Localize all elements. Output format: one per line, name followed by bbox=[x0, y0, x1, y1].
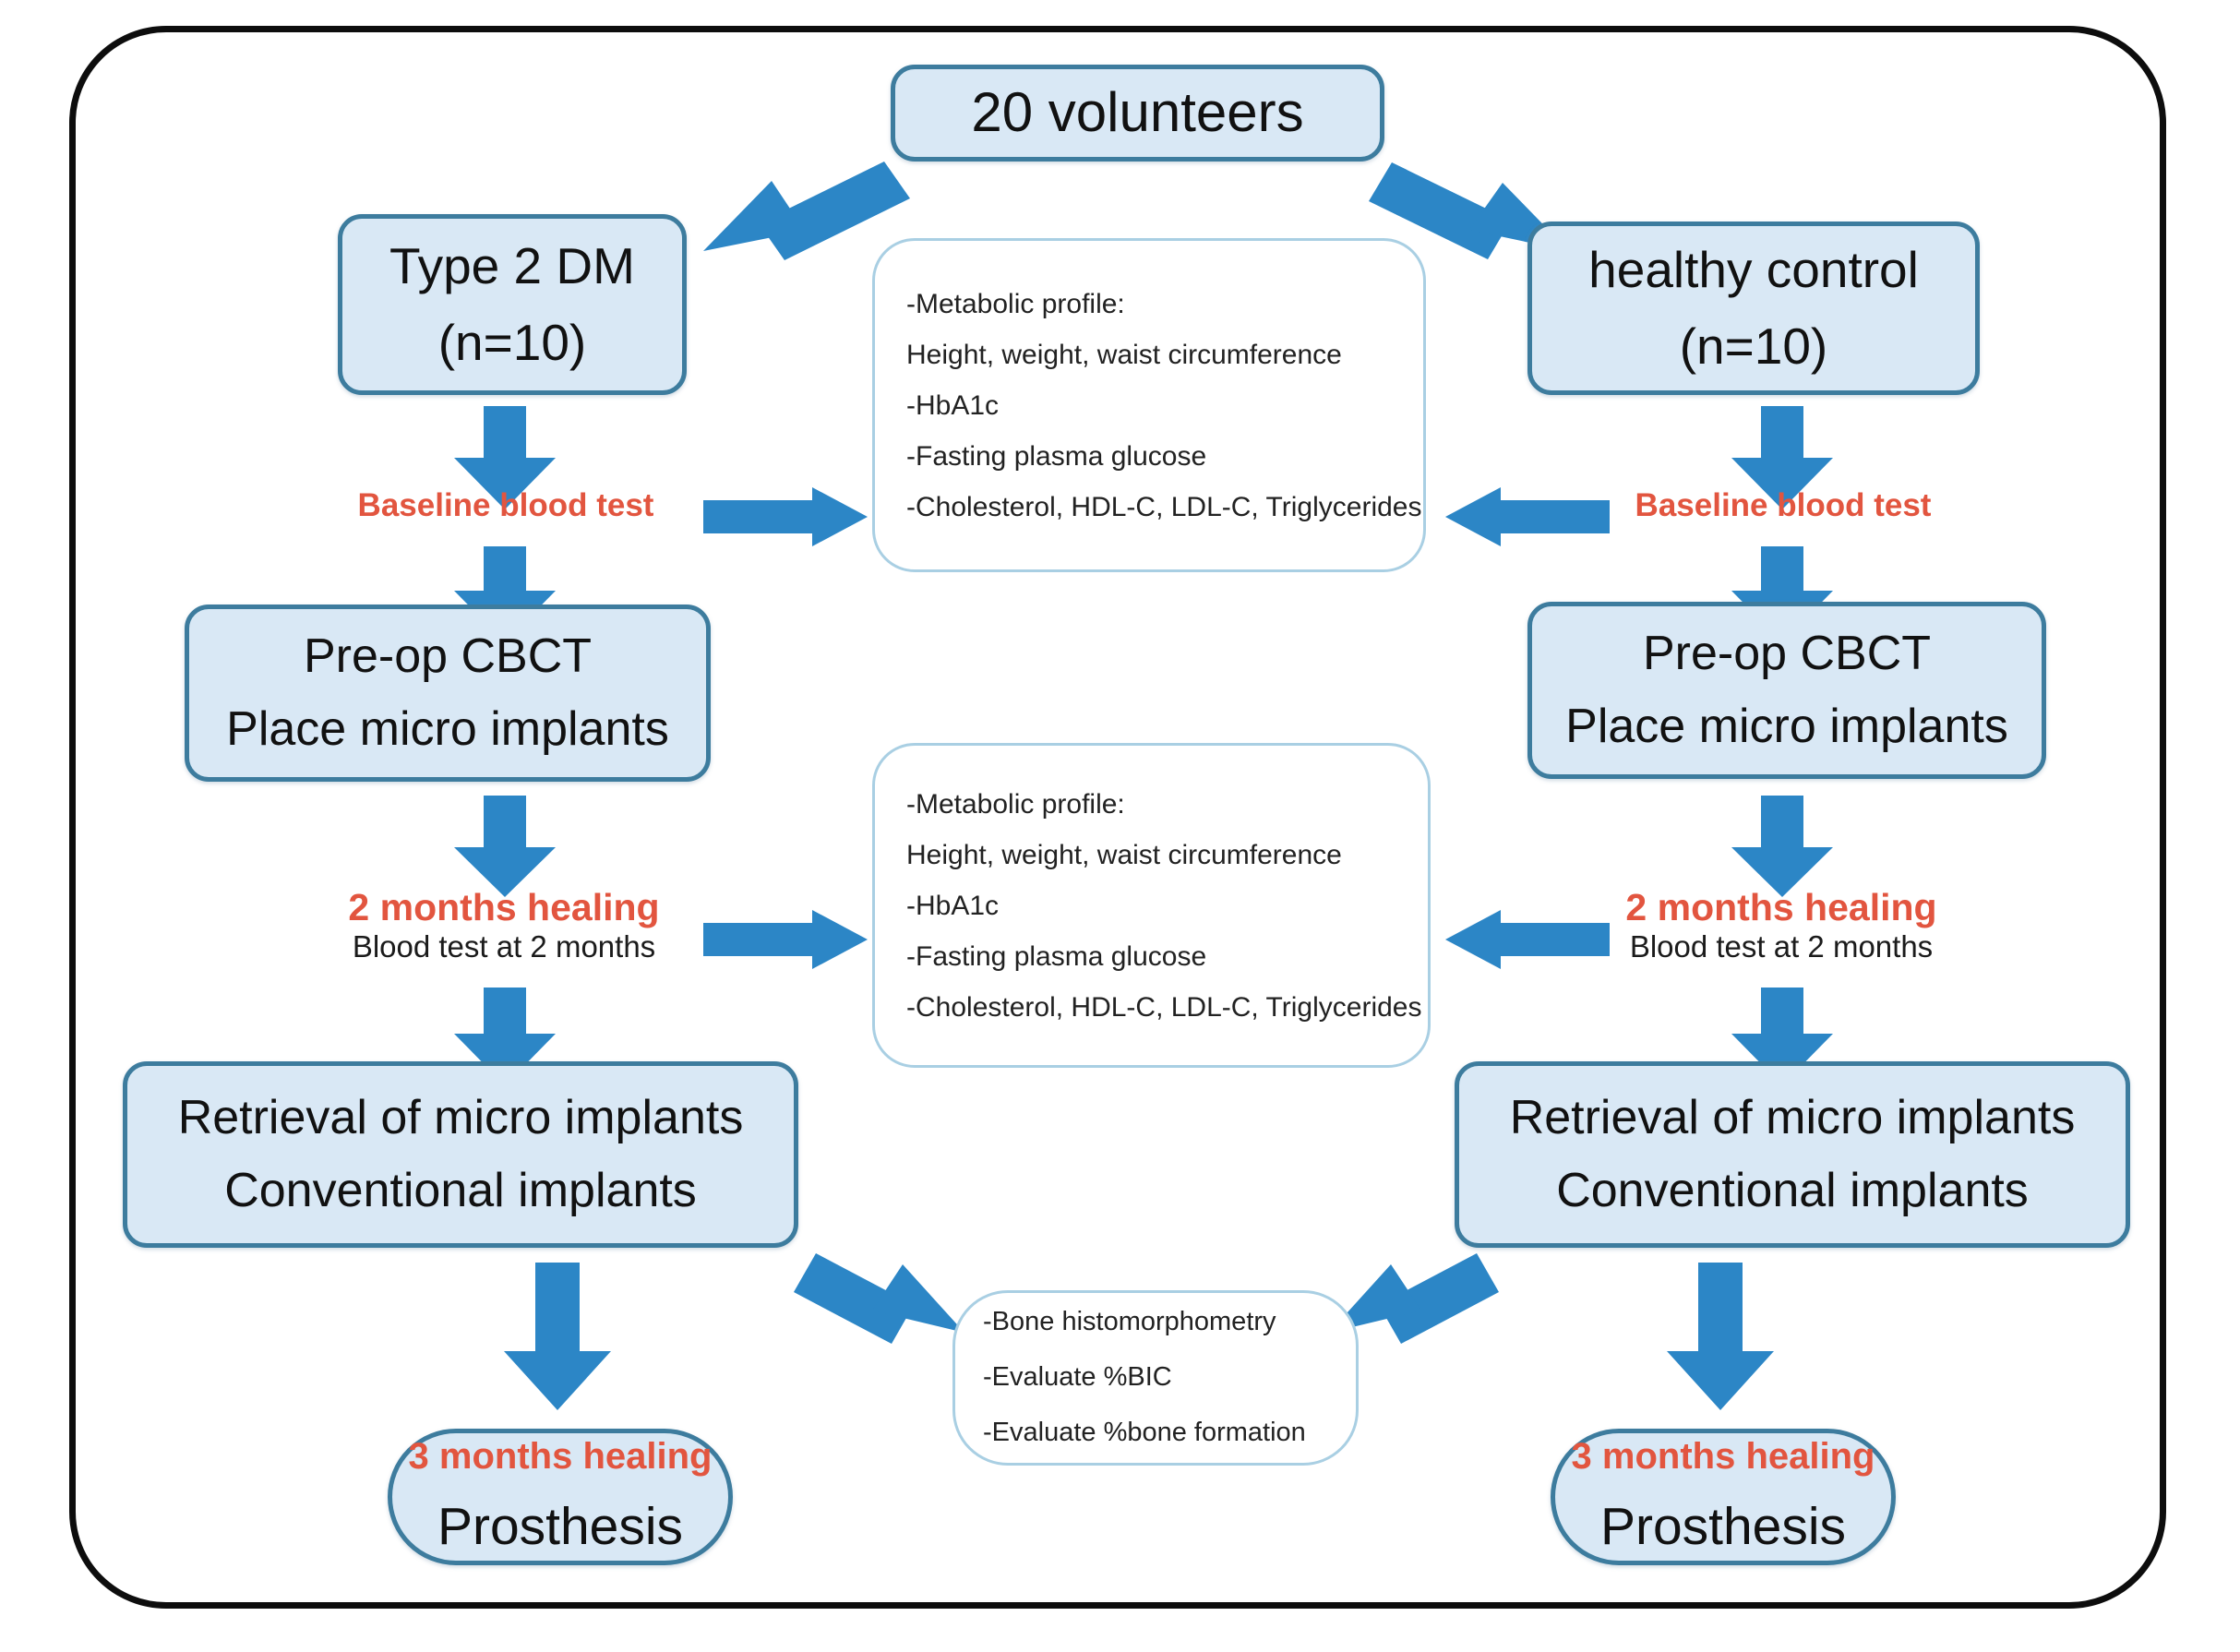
node-retrieval-left-line2: Conventional implants bbox=[224, 1163, 697, 1217]
panel-bone-histomorphometry: -Bone histomorphometry -Evaluate %BIC -E… bbox=[952, 1290, 1359, 1466]
node-retrieval-left[interactable]: Retrieval of micro implants Conventional… bbox=[123, 1061, 798, 1248]
node-prosthesis-right-line1: 3 months healing bbox=[1571, 1436, 1875, 1478]
histo-item-1: -Evaluate %BIC bbox=[983, 1362, 1172, 1393]
metabolic-mid-item-4: -Cholesterol, HDL-C, LDL-C, Triglyceride… bbox=[906, 991, 1422, 1023]
node-preop-cbct-right[interactable]: Pre-op CBCT Place micro implants bbox=[1527, 602, 2046, 779]
metabolic-top-item-4: -Cholesterol, HDL-C, LDL-C, Triglyceride… bbox=[906, 491, 1422, 522]
caption-baseline-right-red: Baseline blood test bbox=[1635, 487, 1932, 523]
node-20-volunteers-label: 20 volunteers bbox=[971, 81, 1304, 144]
node-retrieval-right-line1: Retrieval of micro implants bbox=[1509, 1091, 2076, 1145]
node-type2-dm-line2: (n=10) bbox=[437, 314, 587, 372]
metabolic-top-item-0: -Metabolic profile: bbox=[906, 288, 1125, 319]
panel-metabolic-profile-baseline: -Metabolic profile: Height, weight, wais… bbox=[872, 238, 1426, 572]
node-prosthesis-left-line2: Prosthesis bbox=[437, 1497, 684, 1557]
node-preop-cbct-right-line2: Place micro implants bbox=[1565, 699, 2008, 753]
caption-healing-right-red: 2 months healing bbox=[1625, 886, 1937, 928]
arrow-retrieval-left-to-histo bbox=[794, 1253, 964, 1344]
metabolic-top-item-1: Height, weight, waist circumference bbox=[906, 339, 1342, 370]
arrow-baseline-left-to-metabolic bbox=[703, 487, 868, 546]
node-type2-dm-line1: Type 2 DM bbox=[389, 237, 635, 295]
caption-baseline-blood-test-left: Baseline blood test bbox=[351, 487, 661, 524]
metabolic-mid-item-2: -HbA1c bbox=[906, 890, 1000, 921]
metabolic-mid-item-0: -Metabolic profile: bbox=[906, 788, 1125, 820]
node-prosthesis-left-line1: 3 months healing bbox=[408, 1436, 713, 1478]
metabolic-top-item-2: -HbA1c bbox=[906, 389, 1000, 421]
histo-item-0: -Bone histomorphometry bbox=[983, 1307, 1276, 1337]
node-preop-cbct-left[interactable]: Pre-op CBCT Place micro implants bbox=[185, 605, 711, 782]
node-preop-cbct-left-line2: Place micro implants bbox=[226, 701, 669, 756]
node-20-volunteers[interactable]: 20 volunteers bbox=[891, 65, 1384, 162]
node-preop-cbct-right-line1: Pre-op CBCT bbox=[1642, 627, 1932, 681]
arrow-retrieval-to-prosthesis-right bbox=[1667, 1263, 1774, 1410]
node-retrieval-right-line2: Conventional implants bbox=[1556, 1163, 2029, 1217]
histo-item-2: -Evaluate %bone formation bbox=[983, 1417, 1306, 1447]
node-prosthesis-right-line2: Prosthesis bbox=[1599, 1497, 1847, 1557]
arrow-baseline-right-to-metabolic bbox=[1445, 487, 1610, 546]
node-retrieval-right[interactable]: Retrieval of micro implants Conventional… bbox=[1455, 1061, 2130, 1248]
caption-2months-healing-left: 2 months healing Blood test at 2 months bbox=[292, 886, 716, 964]
arrow-cbct-to-healing-right bbox=[1731, 796, 1833, 897]
caption-baseline-blood-test-right: Baseline blood test bbox=[1626, 487, 1940, 524]
arrow-volunteers-to-dm bbox=[703, 162, 910, 260]
node-prosthesis-left[interactable]: 3 months healing Prosthesis bbox=[388, 1429, 733, 1565]
metabolic-mid-item-1: Height, weight, waist circumference bbox=[906, 839, 1342, 870]
arrow-healing-left-to-metabolic bbox=[703, 910, 868, 969]
arrow-retrieval-to-prosthesis-left bbox=[504, 1263, 611, 1410]
node-type2-dm[interactable]: Type 2 DM (n=10) bbox=[338, 214, 687, 395]
node-healthy-control[interactable]: healthy control (n=10) bbox=[1527, 221, 1980, 395]
node-healthy-control-line2: (n=10) bbox=[1679, 317, 1828, 376]
node-healthy-control-line1: healthy control bbox=[1588, 241, 1919, 299]
caption-baseline-left-red: Baseline blood test bbox=[357, 487, 654, 523]
metabolic-top-item-3: -Fasting plasma glucose bbox=[906, 440, 1207, 472]
caption-healing-right-black: Blood test at 2 months bbox=[1629, 928, 1934, 964]
caption-healing-left-black: Blood test at 2 months bbox=[352, 928, 656, 964]
metabolic-mid-item-3: -Fasting plasma glucose bbox=[906, 940, 1207, 972]
caption-healing-left-red: 2 months healing bbox=[348, 886, 660, 928]
caption-2months-healing-right: 2 months healing Blood test at 2 months bbox=[1569, 886, 1994, 964]
node-preop-cbct-left-line1: Pre-op CBCT bbox=[303, 629, 593, 684]
arrow-cbct-to-healing-left bbox=[454, 796, 556, 897]
node-retrieval-left-line1: Retrieval of micro implants bbox=[177, 1091, 744, 1145]
node-prosthesis-right[interactable]: 3 months healing Prosthesis bbox=[1551, 1429, 1896, 1565]
panel-metabolic-profile-2months: -Metabolic profile: Height, weight, wais… bbox=[872, 743, 1431, 1068]
